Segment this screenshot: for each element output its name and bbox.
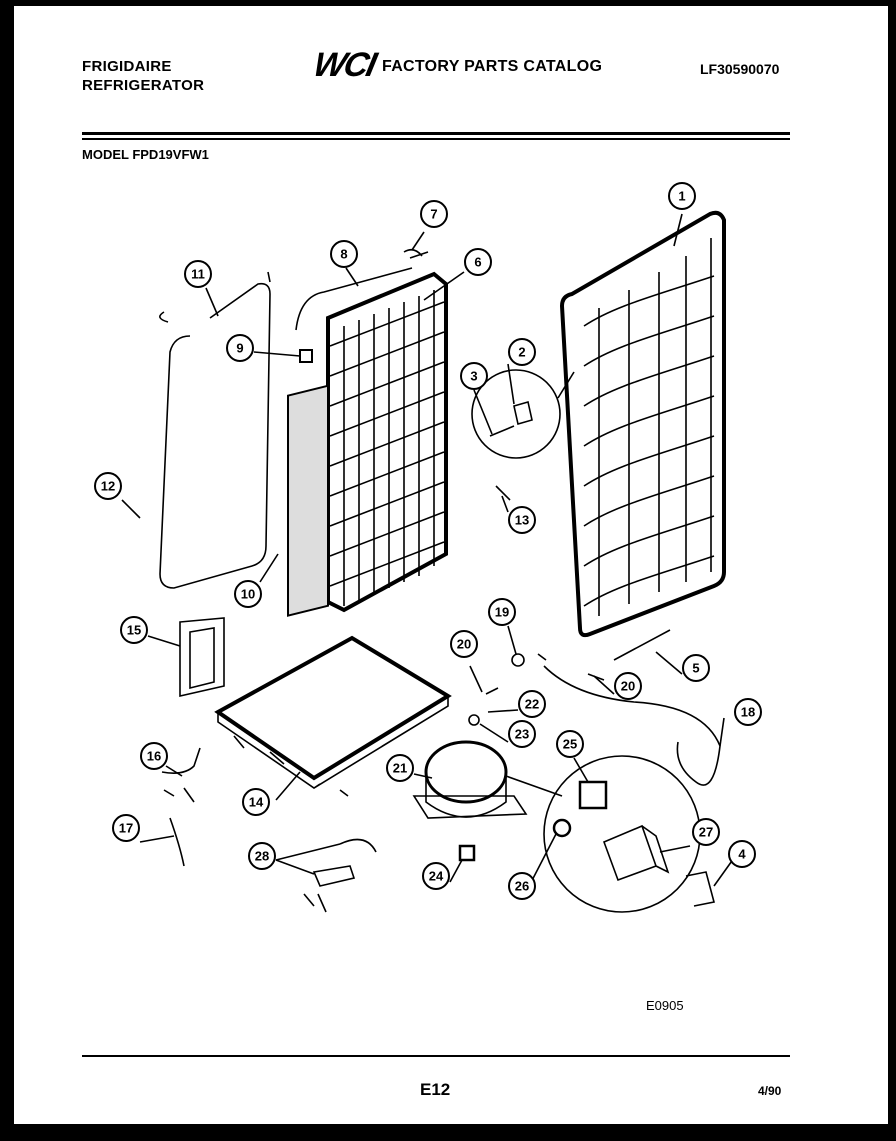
clamp	[511, 653, 525, 667]
callout-25: 25	[556, 730, 584, 758]
svg-text:27: 27	[699, 825, 713, 840]
callout-27: 27	[692, 818, 720, 846]
callout-2: 2	[508, 338, 536, 366]
callout-18: 18	[734, 698, 762, 726]
svg-text:28: 28	[255, 849, 269, 864]
svg-text:1: 1	[678, 189, 685, 204]
callout-12: 12	[94, 472, 122, 500]
callout-16: 16	[140, 742, 168, 770]
screw	[495, 485, 511, 501]
callout-8: 8	[330, 240, 358, 268]
drier-tube	[613, 629, 671, 661]
mounting-grommet	[458, 844, 476, 862]
callout-26: 26	[508, 872, 536, 900]
condenser-coil	[559, 210, 726, 638]
retainer	[299, 349, 313, 363]
svg-text:25: 25	[563, 737, 577, 752]
callout-20a: 20	[450, 630, 478, 658]
exploded-parts-diagram: 1 2 3 4 5 6 7 8 9 10 11 12 13 14 15 16 1…	[94, 182, 762, 913]
callout-13: 13	[508, 506, 536, 534]
callout-5: 5	[682, 654, 710, 682]
svg-text:14: 14	[249, 795, 264, 810]
footer-rule	[82, 1055, 790, 1057]
callout-4: 4	[728, 840, 756, 868]
detail-circle	[471, 369, 561, 459]
svg-text:9: 9	[236, 341, 243, 356]
svg-text:6: 6	[474, 255, 481, 270]
callout-21: 21	[386, 754, 414, 782]
figure-code: E0905	[646, 998, 684, 1013]
catalog-title: FACTORY PARTS CATALOG	[382, 58, 603, 75]
callout-7: 7	[420, 200, 448, 228]
power-cord	[543, 665, 721, 786]
evaporator-assembly	[326, 271, 448, 613]
callout-6: 6	[464, 248, 492, 276]
callout-10: 10	[234, 580, 262, 608]
catalog-page: FRIGIDAIRE REFRIGERATOR WCI FACTORY PART…	[14, 6, 888, 1124]
model-number: MODEL FPD19VFW1	[82, 147, 209, 162]
header-rule-thin	[82, 138, 790, 140]
svg-text:12: 12	[101, 479, 115, 494]
svg-text:18: 18	[741, 705, 755, 720]
svg-text:26: 26	[515, 879, 529, 894]
callout-15: 15	[120, 616, 148, 644]
capacitor	[303, 838, 377, 913]
svg-text:2: 2	[518, 345, 525, 360]
base-pan	[214, 635, 452, 781]
bracket-detail	[489, 400, 533, 437]
svg-text:10: 10	[241, 587, 255, 602]
svg-text:3: 3	[470, 369, 477, 384]
callout-3: 3	[460, 362, 488, 390]
cover	[602, 824, 670, 882]
grommet	[468, 714, 480, 726]
brand-name: FRIGIDAIRE	[82, 58, 172, 75]
callout-20b: 20	[614, 672, 642, 700]
drain-tube	[295, 267, 413, 331]
callout-9: 9	[226, 334, 254, 362]
callout-24: 24	[422, 862, 450, 890]
wiring-harness	[161, 747, 201, 867]
header-rule	[82, 132, 790, 135]
svg-text:24: 24	[429, 869, 444, 884]
bracket-clip	[685, 871, 715, 907]
compressor	[412, 740, 563, 819]
svg-text:15: 15	[127, 623, 141, 638]
callout-1: 1	[668, 182, 696, 210]
callout-19: 19	[488, 598, 516, 626]
svg-text:7: 7	[430, 207, 437, 222]
svg-text:8: 8	[340, 247, 347, 262]
clip	[403, 248, 429, 259]
svg-text:23: 23	[515, 727, 529, 742]
svg-text:4: 4	[738, 847, 746, 862]
callout-11: 11	[184, 260, 212, 288]
svg-text:5: 5	[692, 661, 699, 676]
svg-text:20: 20	[457, 637, 471, 652]
svg-text:17: 17	[119, 821, 133, 836]
callout-17: 17	[112, 814, 140, 842]
insulation-pad	[287, 384, 329, 617]
page-number: E12	[420, 1080, 451, 1099]
relay	[578, 780, 608, 810]
catalog-part-number: LF30590070	[700, 61, 780, 77]
callout-14: 14	[242, 788, 270, 816]
bracket	[179, 617, 225, 698]
overload	[552, 818, 572, 838]
svg-text:19: 19	[495, 605, 509, 620]
callout-28: 28	[248, 842, 276, 870]
svg-text:16: 16	[147, 749, 161, 764]
product-type: REFRIGERATOR	[82, 77, 205, 94]
callout-22: 22	[518, 690, 546, 718]
defrost-heater	[159, 271, 271, 589]
svg-text:22: 22	[525, 697, 539, 712]
svg-text:11: 11	[191, 267, 205, 282]
svg-text:20: 20	[621, 679, 635, 694]
catalog-date: 4/90	[758, 1084, 782, 1098]
callout-23: 23	[508, 720, 536, 748]
svg-text:21: 21	[393, 761, 407, 776]
svg-text:13: 13	[515, 513, 529, 528]
